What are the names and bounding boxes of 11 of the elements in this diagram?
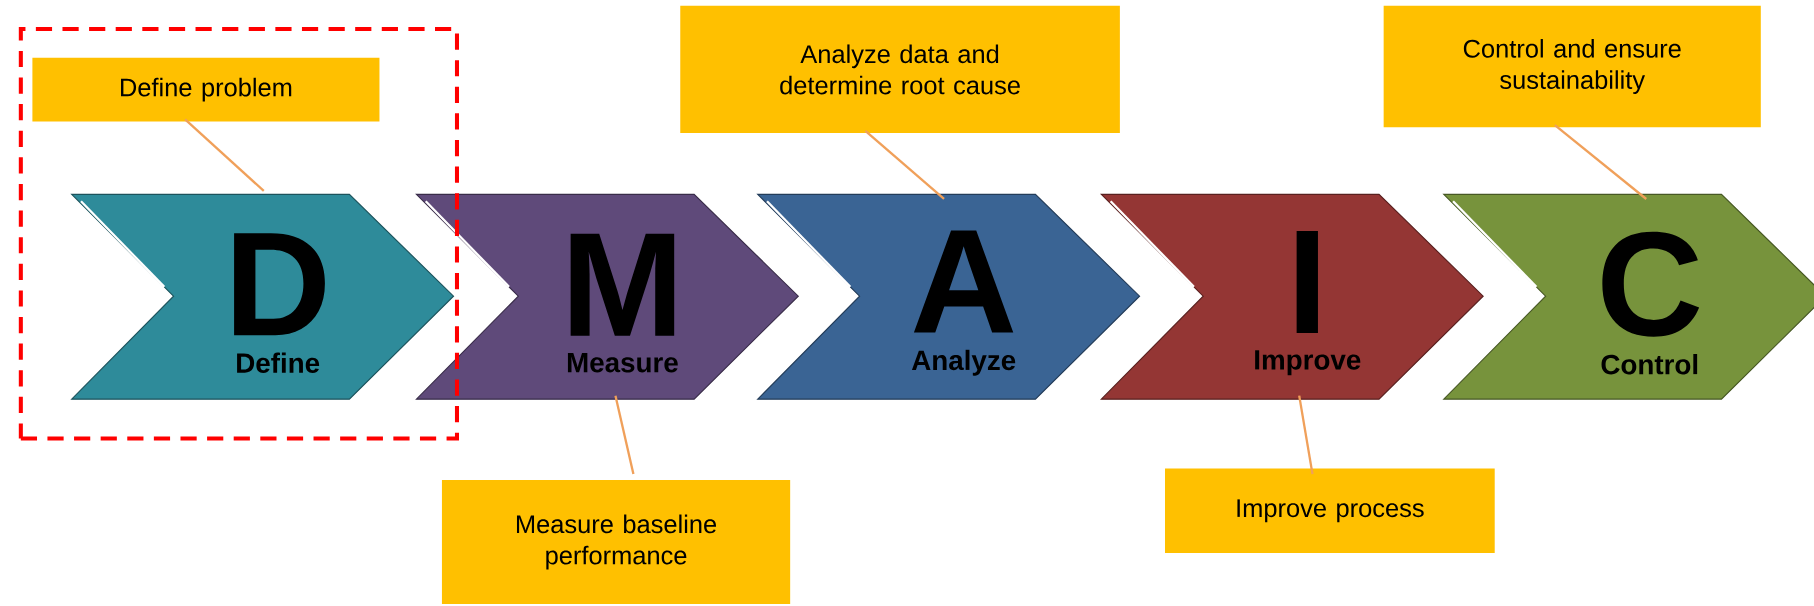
leader-line <box>1298 395 1314 475</box>
callout-box: Analyze data and determine root cause <box>680 5 1120 133</box>
leader-line <box>184 118 265 192</box>
leader-line <box>864 130 945 200</box>
callout-box: Measure baseline performance <box>441 480 791 604</box>
highlight-frame <box>18 26 459 441</box>
callout-box: Improve process <box>1165 468 1495 553</box>
leader-line <box>614 395 635 475</box>
callout-box: Define problem <box>32 57 380 122</box>
callout-box: Control and ensure sustainability <box>1383 5 1761 128</box>
leader-line <box>1554 124 1647 200</box>
